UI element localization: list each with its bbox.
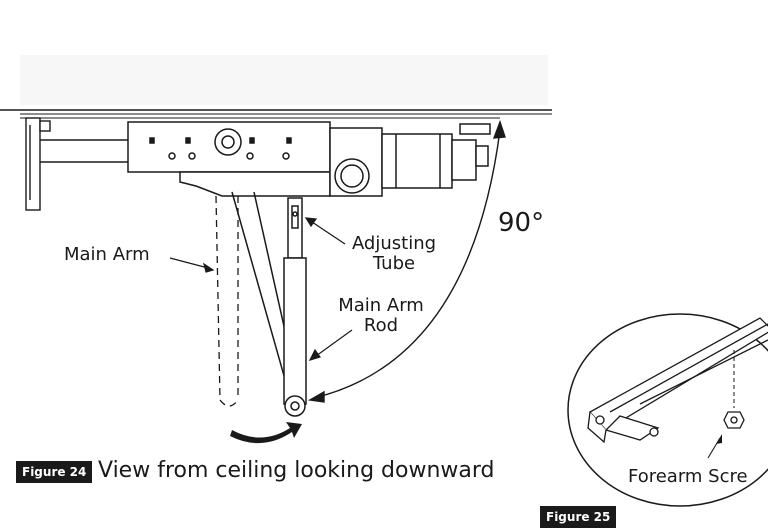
label-adjusting-tube: Adjusting Tube	[342, 234, 446, 274]
figure-24-badge: Figure 24	[16, 461, 93, 483]
label-adjusting-tube-line1: Adjusting	[351, 233, 437, 254]
figure-25-badge: Figure 25	[540, 506, 617, 528]
wall-bracket	[25, 117, 128, 211]
figure-25-inset	[567, 313, 768, 507]
adjusting-tube	[283, 197, 307, 417]
figure-24-caption: View from ceiling looking downward	[98, 458, 495, 483]
operator-body	[127, 121, 491, 197]
swing-direction-arrow	[230, 422, 302, 444]
label-main-arm-rod: Main Arm Rod	[326, 296, 436, 336]
main-arm-dashed	[215, 195, 239, 407]
label-main-arm-rod-line2: Rod	[363, 315, 399, 336]
label-adjusting-tube-line2: Tube	[372, 253, 416, 274]
label-angle-90: 90°	[498, 208, 545, 238]
screw-icon	[723, 411, 745, 429]
label-forearm-screw: Forearm Scre	[628, 466, 748, 487]
ceiling-shade	[20, 55, 548, 105]
rotation-arc	[307, 119, 506, 403]
label-main-arm-rod-line1: Main Arm	[338, 295, 424, 316]
label-main-arm: Main Arm	[64, 244, 150, 265]
leader-lines	[169, 217, 353, 361]
ceiling-rail	[0, 109, 552, 119]
